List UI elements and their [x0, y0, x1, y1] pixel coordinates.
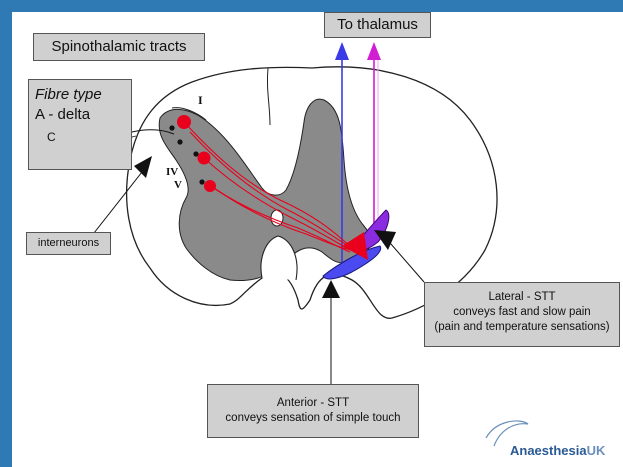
lateral-stt-line2: (pain and temperature sensations) — [425, 320, 619, 335]
anterior-arrowhead — [322, 280, 340, 298]
fibre-c-label: C — [35, 127, 125, 147]
fibre-type-box: Fibre type A - delta C — [28, 79, 132, 170]
lateral-stt-box: Lateral - STT conveys fast and slow pain… — [424, 282, 620, 347]
neuron-lamina-iv-b — [204, 180, 216, 192]
interneurons-label: interneurons — [26, 232, 111, 255]
lamina-label: IV — [166, 166, 178, 178]
anaesthesia-uk-logo: AnaesthesiaUK — [510, 443, 605, 458]
logo-suffix: UK — [587, 443, 606, 458]
interneuron-dot — [169, 125, 174, 130]
anterior-stt-name: Anterior - STT — [208, 396, 418, 411]
anterior-stt-box: Anterior - STT conveys sensation of simp… — [207, 384, 419, 438]
interneuron-dot — [193, 151, 198, 156]
fibre-a-delta-label: A - delta — [35, 106, 90, 123]
interneuron-dot — [177, 139, 182, 144]
neuron-lamina-i — [177, 115, 191, 129]
diagram-title: Spinothalamic tracts — [33, 33, 205, 61]
fibre-type-heading: Fibre type — [35, 85, 125, 105]
ascending-magenta-arrowhead — [367, 42, 381, 60]
lateral-stt-line1: conveys fast and slow pain — [425, 305, 619, 320]
logo-main: Anaesthesia — [510, 443, 587, 458]
lamina-label: V — [174, 179, 182, 191]
anterior-stt-line1: conveys sensation of simple touch — [208, 411, 418, 426]
lamina-label: I — [198, 93, 203, 107]
interneuron-dot — [199, 179, 204, 184]
to-thalamus-label: To thalamus — [324, 12, 431, 38]
ascending-blue-arrowhead — [335, 42, 349, 60]
lateral-stt-name: Lateral - STT — [425, 290, 619, 305]
neuron-lamina-iv-a — [198, 152, 211, 165]
